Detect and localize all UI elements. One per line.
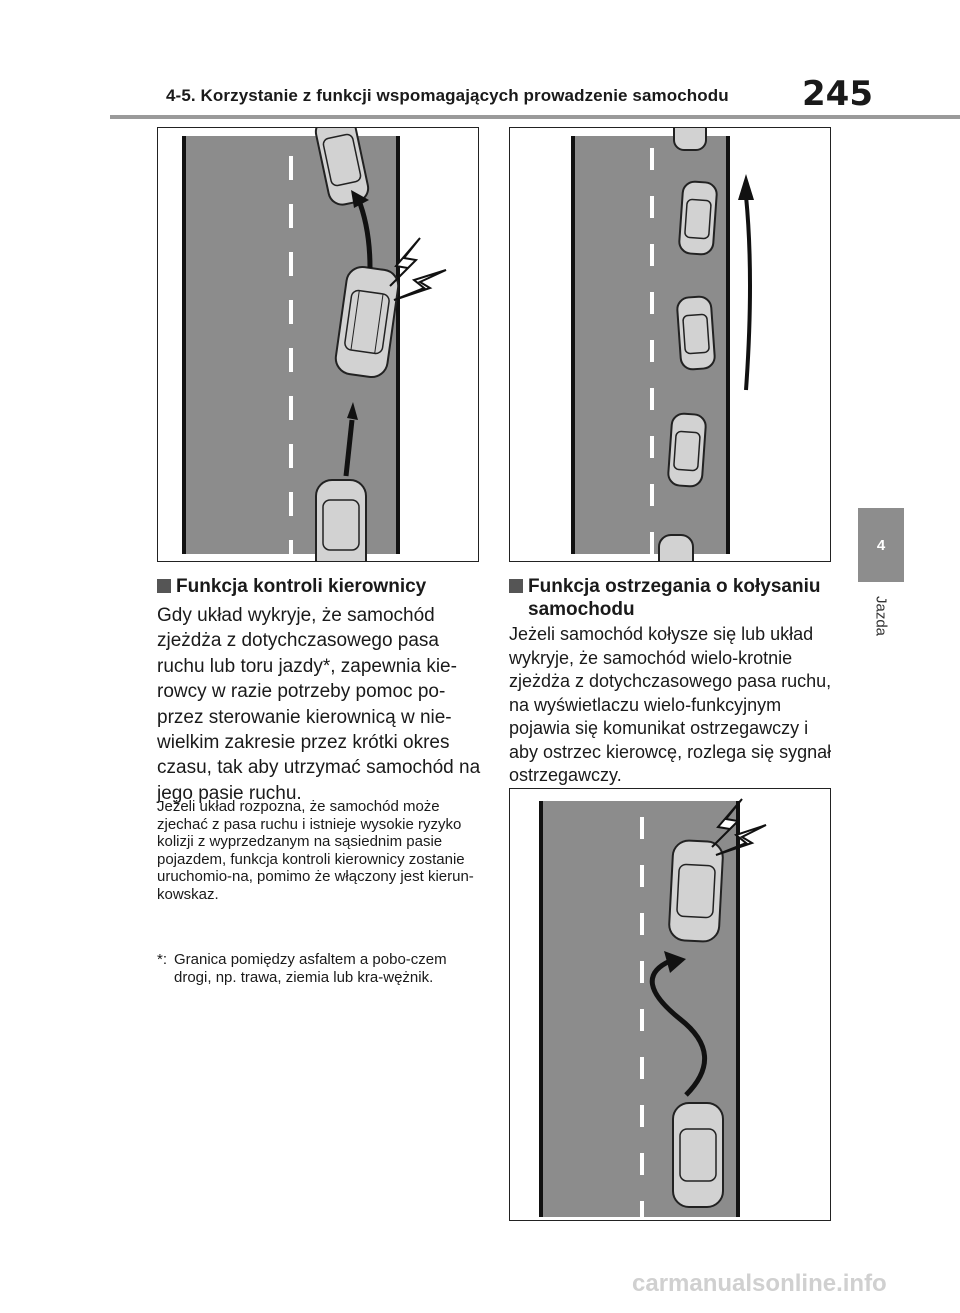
section-body-sway: Jeżeli samochód kołysze się lub układ wy… bbox=[509, 624, 832, 785]
footnote-text: Granica pomiędzy asfaltem a pobo-czem dr… bbox=[174, 951, 447, 986]
figure-steering-control bbox=[157, 127, 479, 562]
car-icon bbox=[315, 479, 367, 561]
arrow-head-icon bbox=[347, 402, 358, 420]
car-icon bbox=[678, 180, 718, 256]
section-heading-sway: Funkcja ostrzegania o kołysaniu samochod… bbox=[509, 575, 839, 621]
section-note-steering: Jeżeli układ rozpozna, że samochód może … bbox=[157, 798, 474, 903]
road-edge-left bbox=[539, 801, 543, 1217]
bullet-square-icon bbox=[157, 579, 171, 593]
road-edge-right bbox=[396, 136, 400, 554]
warning-bolt-icon bbox=[393, 269, 447, 301]
header-divider bbox=[110, 115, 960, 119]
road-edge-right bbox=[726, 136, 730, 554]
forward-arrow bbox=[343, 419, 355, 477]
footnote-mark: *: bbox=[157, 951, 168, 968]
road-edge-left bbox=[182, 136, 186, 554]
page-number: 245 bbox=[802, 74, 873, 114]
watermark: carmanualsonline.info bbox=[632, 1270, 887, 1297]
road-edge-left bbox=[571, 136, 575, 554]
figure-sway-warning-detail bbox=[509, 788, 831, 1221]
car-icon bbox=[673, 128, 707, 151]
warning-bolt-icon bbox=[715, 824, 767, 856]
section-heading-steering: Funkcja kontroli kierownicy bbox=[157, 575, 479, 598]
travel-arrow bbox=[744, 195, 752, 391]
car-icon bbox=[314, 128, 370, 206]
car-icon bbox=[668, 839, 724, 943]
warning-bolt-icon bbox=[389, 237, 421, 287]
sway-warning-illustration bbox=[571, 128, 754, 561]
road-edge-right bbox=[736, 801, 740, 1217]
figure-sway-warning bbox=[509, 127, 831, 562]
steering-control-illustration bbox=[182, 128, 447, 561]
sway-arrow bbox=[649, 958, 708, 1097]
car-icon bbox=[676, 295, 716, 371]
chapter-tab[interactable]: 4 bbox=[858, 508, 904, 582]
sway-detail-illustration bbox=[539, 798, 767, 1217]
car-icon bbox=[667, 412, 707, 488]
page-header-title: 4-5. Korzystanie z funkcji wspomagającyc… bbox=[166, 86, 729, 105]
section-body-steering: Gdy układ wykryje, że samochód zjeżdża z… bbox=[157, 605, 481, 804]
arrow-head-icon bbox=[351, 190, 369, 208]
arrow-head-icon bbox=[664, 951, 686, 973]
car-icon bbox=[658, 534, 694, 561]
bullet-square-icon bbox=[509, 579, 523, 593]
warning-bolt-icon bbox=[711, 798, 743, 848]
chapter-label: Jazda bbox=[872, 596, 890, 637]
arrow-head-icon bbox=[738, 174, 754, 200]
car-icon bbox=[334, 265, 400, 379]
footnote: *: Granica pomiędzy asfaltem a pobo-czem… bbox=[157, 951, 479, 986]
car-icon bbox=[672, 1102, 724, 1208]
